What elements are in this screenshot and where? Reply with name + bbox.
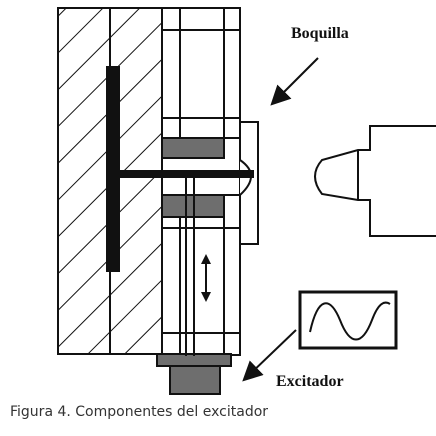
nozzle (314, 125, 436, 237)
exciter-rod (185, 178, 195, 356)
boquilla-pointer (270, 57, 319, 106)
double-arrow-icon (201, 254, 211, 302)
upper-cavity-block (161, 7, 241, 139)
upper-gray-insert (161, 137, 225, 159)
lower-cavity-block (161, 194, 241, 356)
figure-caption: Figura 4. Componentes del excitador (10, 404, 269, 420)
mold-plate-left (57, 7, 111, 355)
excitador-diagram: Boquilla Excitador (57, 7, 436, 395)
excitador-pointer (242, 329, 297, 382)
sine-wave-icon (298, 290, 398, 350)
sprue-bushing (239, 121, 259, 245)
vertical-core-bar (106, 66, 120, 272)
excitador-label: Excitador (276, 373, 344, 390)
boquilla-label: Boquilla (291, 25, 349, 42)
horizontal-runner (118, 170, 254, 178)
exciter-stub (169, 365, 221, 395)
